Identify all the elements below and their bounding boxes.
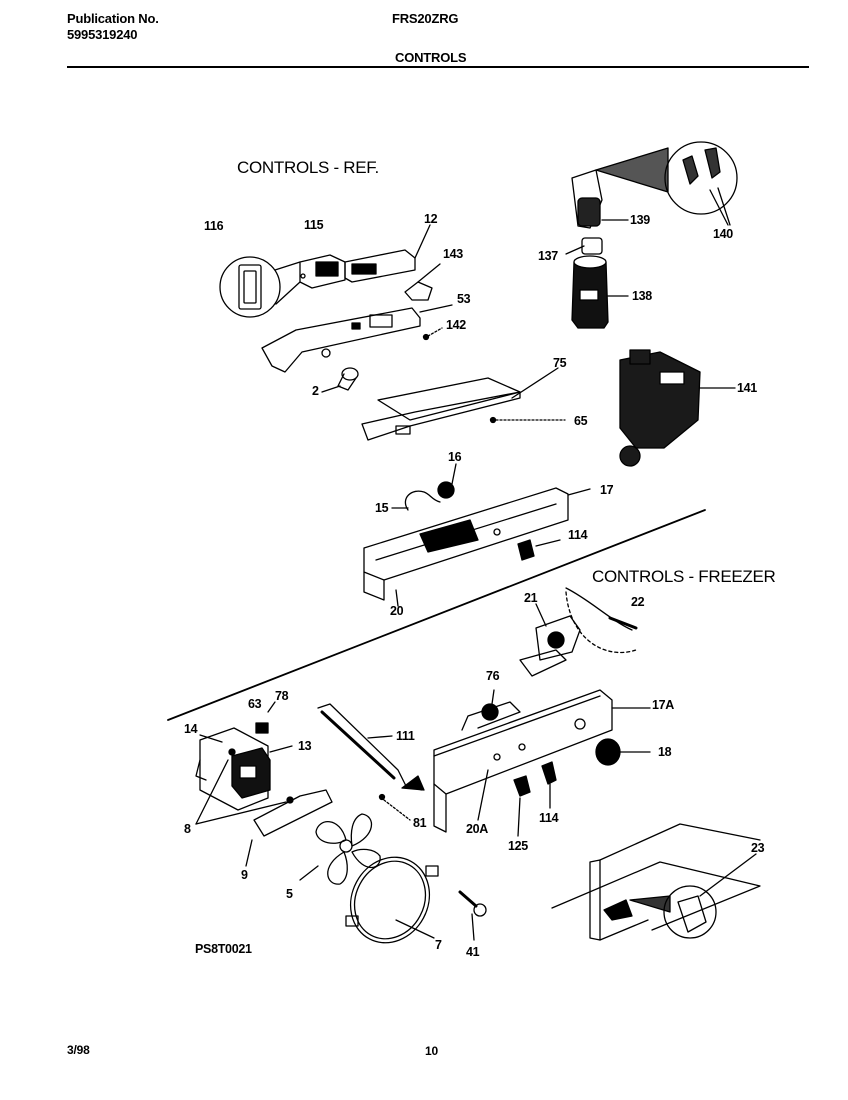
part-75-panel — [362, 368, 558, 440]
callout-17: 17 — [600, 483, 614, 497]
callout-21: 21 — [524, 591, 538, 605]
publication-number: 5995319240 — [67, 27, 138, 42]
callout-41: 41 — [466, 945, 480, 959]
callout-20A: 20A — [466, 822, 489, 836]
part-5-fan-blade — [300, 814, 380, 884]
part-2-knob — [322, 368, 358, 392]
part-141-switch — [620, 350, 735, 466]
section-divider-line — [168, 510, 705, 720]
part-114-push-in-lower — [542, 762, 556, 808]
callout-14: 14 — [184, 722, 198, 736]
callout-20: 20 — [390, 604, 404, 618]
section-label-ref: CONTROLS - REF. — [237, 158, 379, 177]
callout-125: 125 — [508, 839, 528, 853]
callout-15: 15 — [375, 501, 389, 515]
callout-18: 18 — [658, 745, 672, 759]
part-125-push-in — [514, 776, 530, 836]
callout-114-upper: 114 — [568, 528, 588, 542]
callout-141: 141 — [737, 381, 757, 395]
callout-143: 143 — [443, 247, 463, 261]
part-13-motor — [232, 746, 292, 798]
callout-2: 2 — [312, 384, 319, 398]
callout-13: 13 — [298, 739, 312, 753]
callout-75: 75 — [553, 356, 567, 370]
callout-137: 137 — [538, 249, 558, 263]
section-title: CONTROLS — [395, 50, 467, 65]
callout-16: 16 — [448, 450, 462, 464]
callout-63: 63 — [248, 697, 262, 711]
part-41-screw — [460, 892, 486, 940]
model-number: FRS20ZRG — [392, 11, 459, 26]
part-138-cover — [572, 256, 628, 328]
callout-12: 12 — [424, 212, 438, 226]
part-53-housing — [262, 305, 452, 372]
publication-label: Publication No. — [67, 11, 159, 26]
callout-23: 23 — [751, 841, 765, 855]
page-number: 10 — [425, 1044, 438, 1058]
callout-142: 142 — [446, 318, 466, 332]
callout-5: 5 — [286, 887, 293, 901]
part-116-gasket — [220, 257, 300, 317]
part-9-bracket — [246, 790, 332, 866]
part-140-terminals — [665, 142, 737, 225]
callout-7: 7 — [435, 938, 442, 952]
part-115-bracket — [300, 255, 345, 288]
part-20-lens — [396, 590, 398, 606]
callout-139: 139 — [630, 213, 650, 227]
part-143-clip — [405, 264, 440, 300]
callout-81: 81 — [413, 816, 427, 830]
part-22-sensor — [566, 588, 636, 653]
part-142-screw — [424, 328, 443, 340]
callout-78: 78 — [275, 689, 289, 703]
part-17-light-housing — [364, 488, 590, 600]
part-111-harness — [318, 704, 424, 790]
part-7-fan-shroud — [336, 843, 444, 956]
part-114-push-in-upper — [518, 540, 560, 560]
header-rule — [67, 66, 809, 68]
callout-114-lower: 114 — [539, 811, 559, 825]
part-8-mounts — [196, 749, 293, 824]
callout-115: 115 — [304, 218, 324, 232]
footer-date: 3/98 — [67, 1043, 90, 1057]
part-23-location-inset — [552, 824, 760, 940]
part-12-control — [345, 225, 430, 282]
part-137-bulb — [566, 238, 602, 254]
callout-76: 76 — [486, 669, 500, 683]
part-63-78-clip — [256, 702, 275, 733]
part-81-screw — [380, 795, 411, 821]
callout-9: 9 — [241, 868, 248, 882]
part-16-bulb — [438, 464, 456, 498]
callout-22: 22 — [631, 595, 645, 609]
callout-140: 140 — [713, 227, 733, 241]
part-65-screw — [491, 418, 566, 423]
callout-138: 138 — [632, 289, 652, 303]
part-76-lamp — [482, 650, 566, 720]
part-18-knob — [596, 739, 650, 765]
callout-111: 111 — [396, 729, 415, 743]
callout-17A: 17A — [652, 698, 675, 712]
callout-116: 116 — [204, 219, 224, 233]
figure-code: PS8T0021 — [195, 942, 252, 956]
part-17A-housing — [434, 690, 650, 832]
part-15-wire — [392, 491, 440, 510]
part-139-socket — [572, 148, 668, 228]
section-label-freezer: CONTROLS - FREEZER — [592, 567, 776, 586]
callout-53: 53 — [457, 292, 471, 306]
callout-8: 8 — [184, 822, 191, 836]
callout-65: 65 — [574, 414, 588, 428]
part-14-bracket — [196, 728, 268, 810]
part-20A-lens — [478, 770, 488, 820]
